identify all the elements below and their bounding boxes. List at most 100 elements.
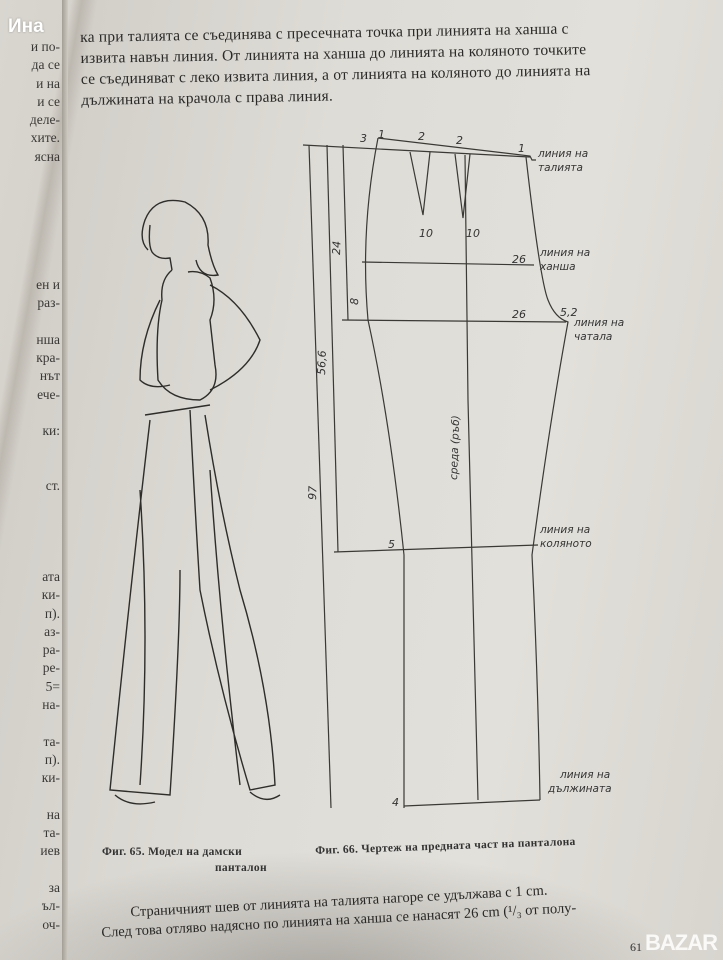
margin-line	[40, 714, 60, 732]
margin-line	[30, 404, 60, 422]
photo-shadow	[0, 840, 723, 960]
knee-line-label: линия на	[539, 524, 590, 536]
hair	[141, 199, 220, 277]
dim-label-8: 8	[348, 298, 361, 305]
margin-line	[30, 441, 60, 459]
margin-line: ст.	[45, 478, 60, 494]
hem-line	[403, 799, 541, 807]
crotch-line-label: линия на	[573, 317, 624, 329]
hip-line-label: ханша	[539, 261, 576, 273]
user-name-label: Ина	[8, 16, 44, 37]
dim-56-6	[326, 144, 339, 553]
book-gutter	[62, 0, 68, 960]
margin-line: и на	[36, 75, 60, 91]
dim-label-24: 24	[330, 241, 343, 255]
margin-line	[30, 184, 60, 202]
knee-line-label: коляното	[540, 538, 592, 550]
left-leg	[109, 419, 181, 796]
margin-line	[30, 312, 60, 330]
center-crease-label: среда (ръб)	[448, 415, 462, 480]
margin-line: та-	[43, 733, 60, 749]
crotch-line	[341, 319, 567, 323]
inner-seam	[525, 156, 569, 801]
num-10: 10	[466, 227, 480, 240]
margin-line: п).	[44, 605, 60, 621]
margin-line	[30, 258, 60, 276]
margin-line: ки-	[41, 770, 60, 786]
margin-line: ре-	[42, 660, 60, 676]
watermark-text: BAZAR	[645, 930, 718, 955]
num-1: 1	[518, 142, 525, 155]
margin-line: ъл-	[41, 898, 60, 914]
waist-curve	[377, 137, 536, 161]
dim-24	[342, 144, 349, 321]
margin-line: 5=	[45, 678, 60, 694]
margin-line: за	[48, 880, 60, 896]
margin-line: аз-	[44, 623, 60, 639]
watermark-logo: BAZAR	[645, 930, 718, 956]
margin-line: ки:	[42, 423, 60, 439]
waistband	[144, 404, 211, 416]
hip-line-label: линия на	[539, 247, 590, 259]
figure-65-caption: Фиг. 65. Модел на дамски	[102, 846, 243, 858]
margin-line: на-	[42, 697, 60, 713]
waist-line-label: талията	[538, 162, 583, 174]
page-number: 61	[630, 940, 642, 954]
hip-line	[361, 261, 535, 266]
margin-line: ясна	[34, 148, 60, 164]
margin-line	[30, 239, 60, 257]
right-leg	[189, 409, 276, 791]
num-26: 26	[512, 308, 526, 321]
margin-line: нът	[39, 368, 60, 384]
knee-line	[333, 544, 539, 553]
num-5-2: 5,2	[560, 306, 578, 319]
margin-line	[30, 203, 60, 221]
waist-line	[302, 144, 531, 158]
torso	[156, 269, 217, 401]
dim-97	[308, 144, 332, 809]
num-4: 4	[392, 796, 399, 809]
side-seam	[364, 137, 405, 808]
margin-line: деле-	[29, 112, 60, 128]
body-paragraph: ка при талията се съединява с пресечната…	[80, 17, 651, 111]
margin-line	[40, 861, 60, 879]
figure-66-pattern-diagram: 1 1 2 2 3 10 10 26 26 5,2 5 4 24 8 56,6 …	[302, 128, 624, 809]
num-10: 10	[419, 227, 433, 240]
margin-line: ра-	[42, 642, 60, 658]
margin-line: и по-	[30, 39, 60, 54]
margin-line	[30, 166, 60, 184]
dim-label-97: 97	[306, 486, 319, 500]
margin-line: иев	[40, 843, 60, 859]
num-3: 3	[360, 132, 367, 145]
margin-line: нша	[36, 331, 60, 347]
margin-line	[30, 459, 60, 477]
num-2: 2	[418, 130, 425, 143]
dim-label-56-6: 56,6	[315, 350, 329, 375]
margin-line: та-	[43, 825, 60, 841]
center-crease	[464, 154, 479, 801]
margin-line: ата	[42, 569, 60, 584]
figure-65-caption-cont: панталон	[215, 862, 267, 874]
shoes	[114, 791, 281, 805]
margin-line: на	[46, 806, 60, 822]
margin-line: да се	[31, 57, 60, 73]
margin-line	[40, 788, 60, 806]
margin-line: ече-	[37, 386, 60, 402]
arm	[139, 284, 261, 391]
waist-line-label: линия на	[537, 148, 588, 160]
margin-line: раз-	[37, 295, 60, 311]
face	[148, 224, 173, 271]
margin-line: и се	[37, 93, 60, 109]
margin-line: кра-	[36, 350, 60, 366]
num-5: 5	[388, 538, 395, 551]
figure-65-model-illustration	[109, 199, 281, 805]
num-26: 26	[512, 253, 526, 266]
margin-line: ки-	[41, 587, 60, 603]
num-2: 2	[456, 134, 463, 147]
crotch-line-label: чатала	[574, 331, 612, 343]
length-line-label: линия на	[559, 769, 610, 781]
margin-line: оч-	[42, 916, 60, 932]
margin-line: ен и	[36, 276, 60, 292]
